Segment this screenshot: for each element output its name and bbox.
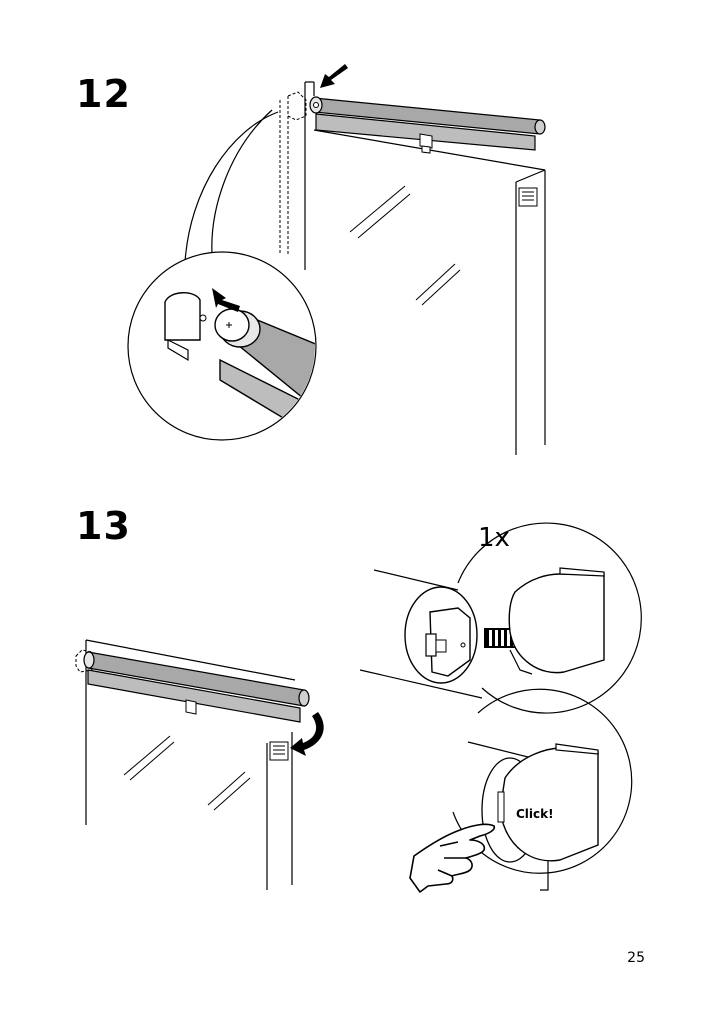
right-bracket-icon — [518, 187, 538, 207]
step-12-number: 12 — [76, 72, 131, 116]
right-bracket-icon — [269, 741, 289, 761]
magnifier-connector — [184, 109, 279, 263]
glass-reflection — [349, 185, 461, 306]
glass-reflection — [123, 735, 251, 811]
end-cap-detail-top: 1x — [359, 522, 642, 714]
magnified-detail-icon — [127, 251, 317, 441]
step-13-illustration: 1x Click! — [75, 522, 642, 893]
roller-blind-icon — [83, 651, 310, 723]
count-label: 1x — [478, 523, 510, 553]
pointing-hand-icon — [409, 823, 496, 893]
curved-arrow-icon — [290, 712, 324, 756]
step-13-number: 13 — [76, 504, 131, 548]
end-cap-detail-bottom: Click! — [452, 688, 633, 891]
window-frame — [304, 81, 546, 455]
bracket-icon — [75, 649, 93, 673]
roller-blind-icon — [309, 96, 546, 154]
page-number: 25 — [627, 950, 645, 966]
step-12-illustration — [127, 64, 546, 455]
click-label: Click! — [516, 807, 554, 821]
bracket-icon — [279, 91, 307, 255]
push-arrow-icon — [320, 64, 348, 88]
